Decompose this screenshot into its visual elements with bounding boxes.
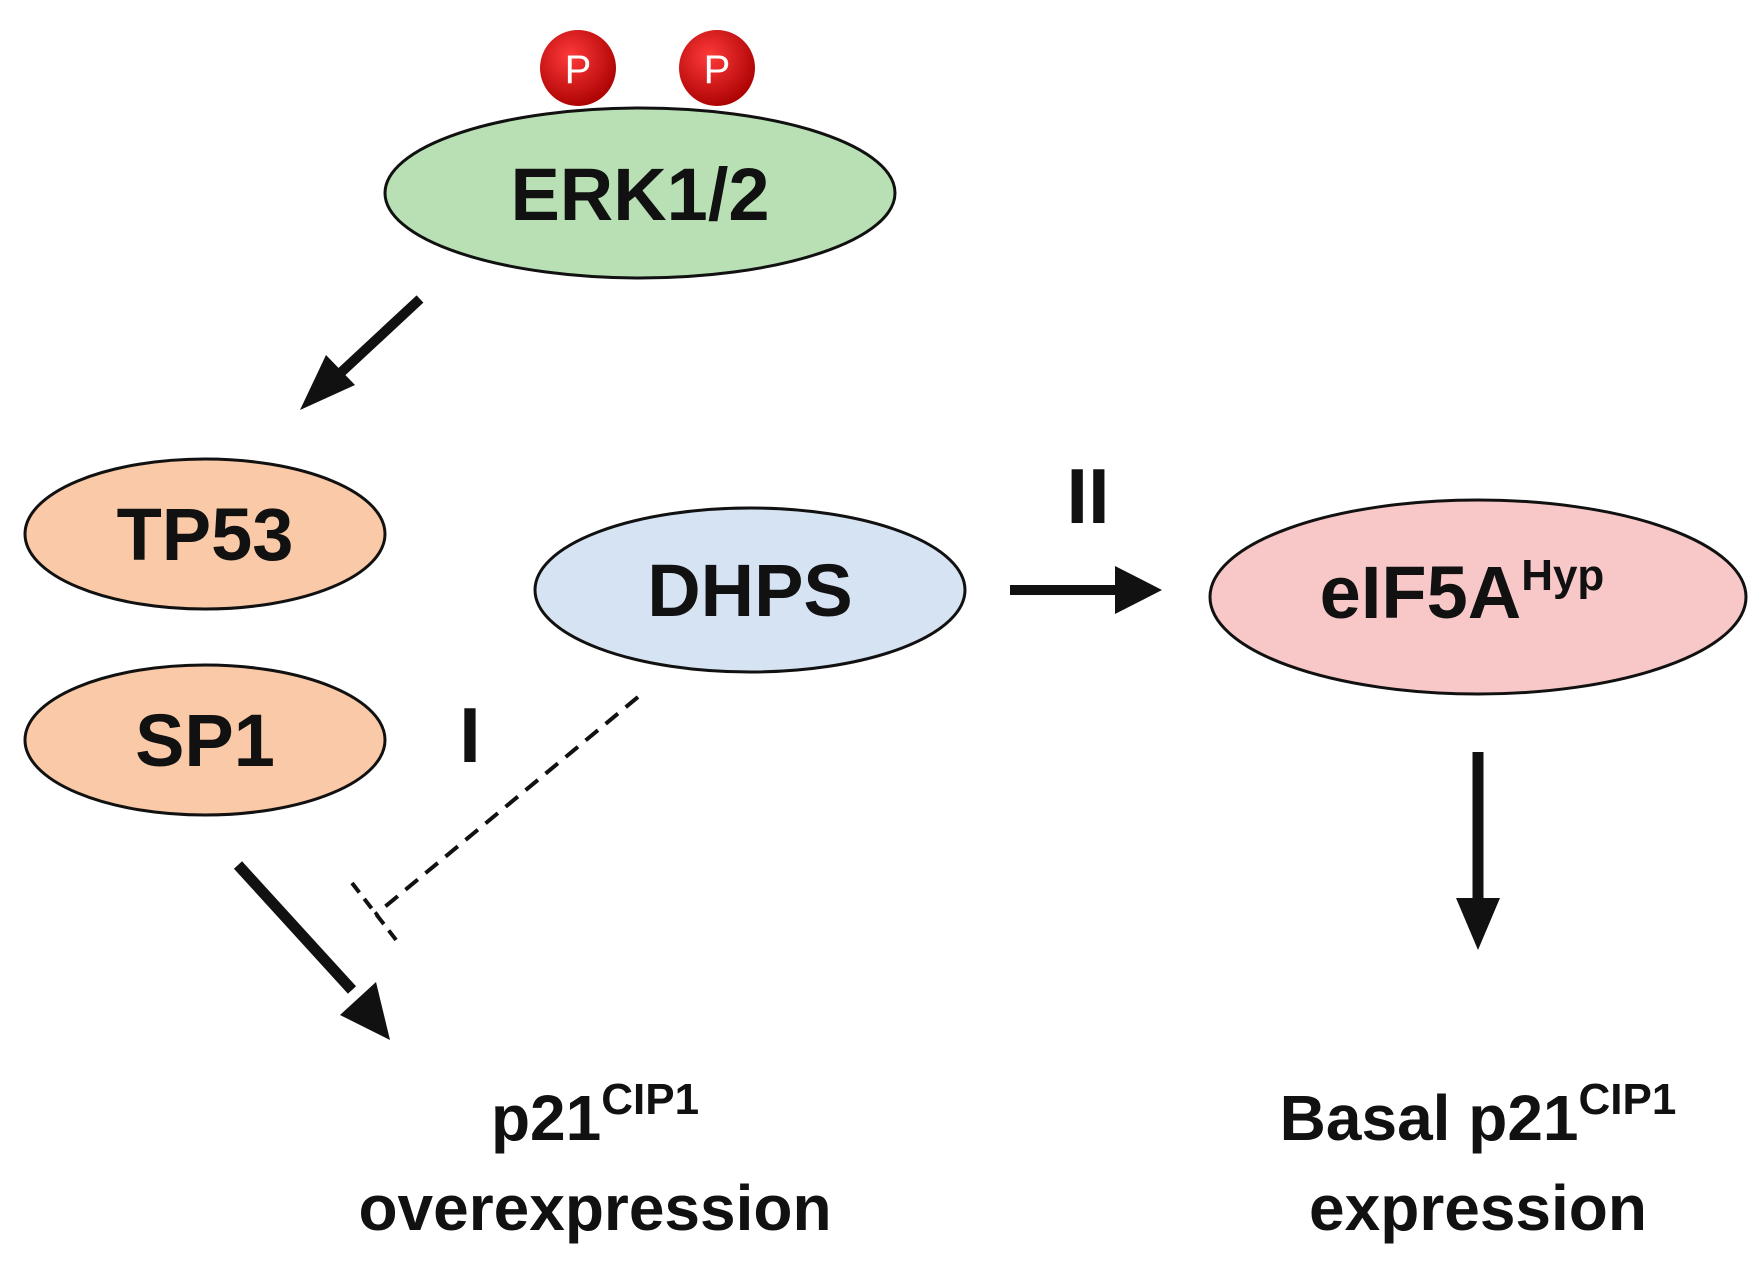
erk-node: ERK1/2 bbox=[383, 106, 897, 280]
phospho-circle bbox=[679, 30, 755, 106]
inhibition-dhps-to-p21 bbox=[350, 695, 640, 947]
eif5a-node: eIF5AHyp bbox=[1208, 498, 1748, 696]
eif5a-superscript: Hyp bbox=[1521, 551, 1604, 600]
sp1-ellipse bbox=[23, 663, 387, 817]
eif5a-label: eIF5AHyp bbox=[1320, 551, 1605, 634]
output-left-base: p21 bbox=[491, 1082, 601, 1154]
route-1-label: I bbox=[459, 691, 481, 779]
output-right-line2: expression bbox=[1309, 1172, 1647, 1244]
output-right-base: Basal p21 bbox=[1280, 1082, 1579, 1154]
arrow-erk-to-tp53 bbox=[300, 295, 424, 410]
output-right-line1: Basal p21CIP1 bbox=[1280, 1075, 1677, 1154]
output-overexpression: p21CIP1 overexpression bbox=[358, 1075, 831, 1244]
dhps-ellipse bbox=[533, 506, 967, 674]
eif5a-ellipse bbox=[1208, 498, 1748, 696]
output-left-line1: p21CIP1 bbox=[491, 1075, 699, 1154]
erk-ellipse bbox=[383, 106, 897, 280]
output-left-line2: overexpression bbox=[358, 1172, 831, 1244]
output-basal-expression: Basal p21CIP1 expression bbox=[1280, 1075, 1677, 1244]
tp53-ellipse bbox=[23, 457, 387, 611]
phospho-label: P bbox=[704, 48, 731, 92]
output-left-superscript: CIP1 bbox=[601, 1075, 699, 1124]
tp53-label: TP53 bbox=[117, 493, 294, 576]
arrow-sp1-to-p21 bbox=[233, 861, 390, 1040]
sp1-label: SP1 bbox=[135, 699, 275, 782]
phospho-marker-1: P bbox=[540, 30, 616, 106]
phospho-label: P bbox=[565, 48, 592, 92]
arrow-eif5a-to-basal-p21 bbox=[1456, 752, 1500, 950]
tp53-node: TP53 bbox=[23, 457, 387, 611]
route-2-label: II bbox=[1066, 452, 1109, 540]
output-right-superscript: CIP1 bbox=[1579, 1075, 1677, 1124]
phospho-circle bbox=[540, 30, 616, 106]
dhps-label: DHPS bbox=[647, 549, 853, 632]
sp1-node: SP1 bbox=[23, 663, 387, 817]
arrow-dhps-to-eif5a bbox=[1010, 566, 1162, 614]
phospho-marker-2: P bbox=[679, 30, 755, 106]
erk-label: ERK1/2 bbox=[510, 153, 769, 236]
dhps-node: DHPS bbox=[533, 506, 967, 674]
eif5a-base: eIF5A bbox=[1320, 551, 1522, 634]
